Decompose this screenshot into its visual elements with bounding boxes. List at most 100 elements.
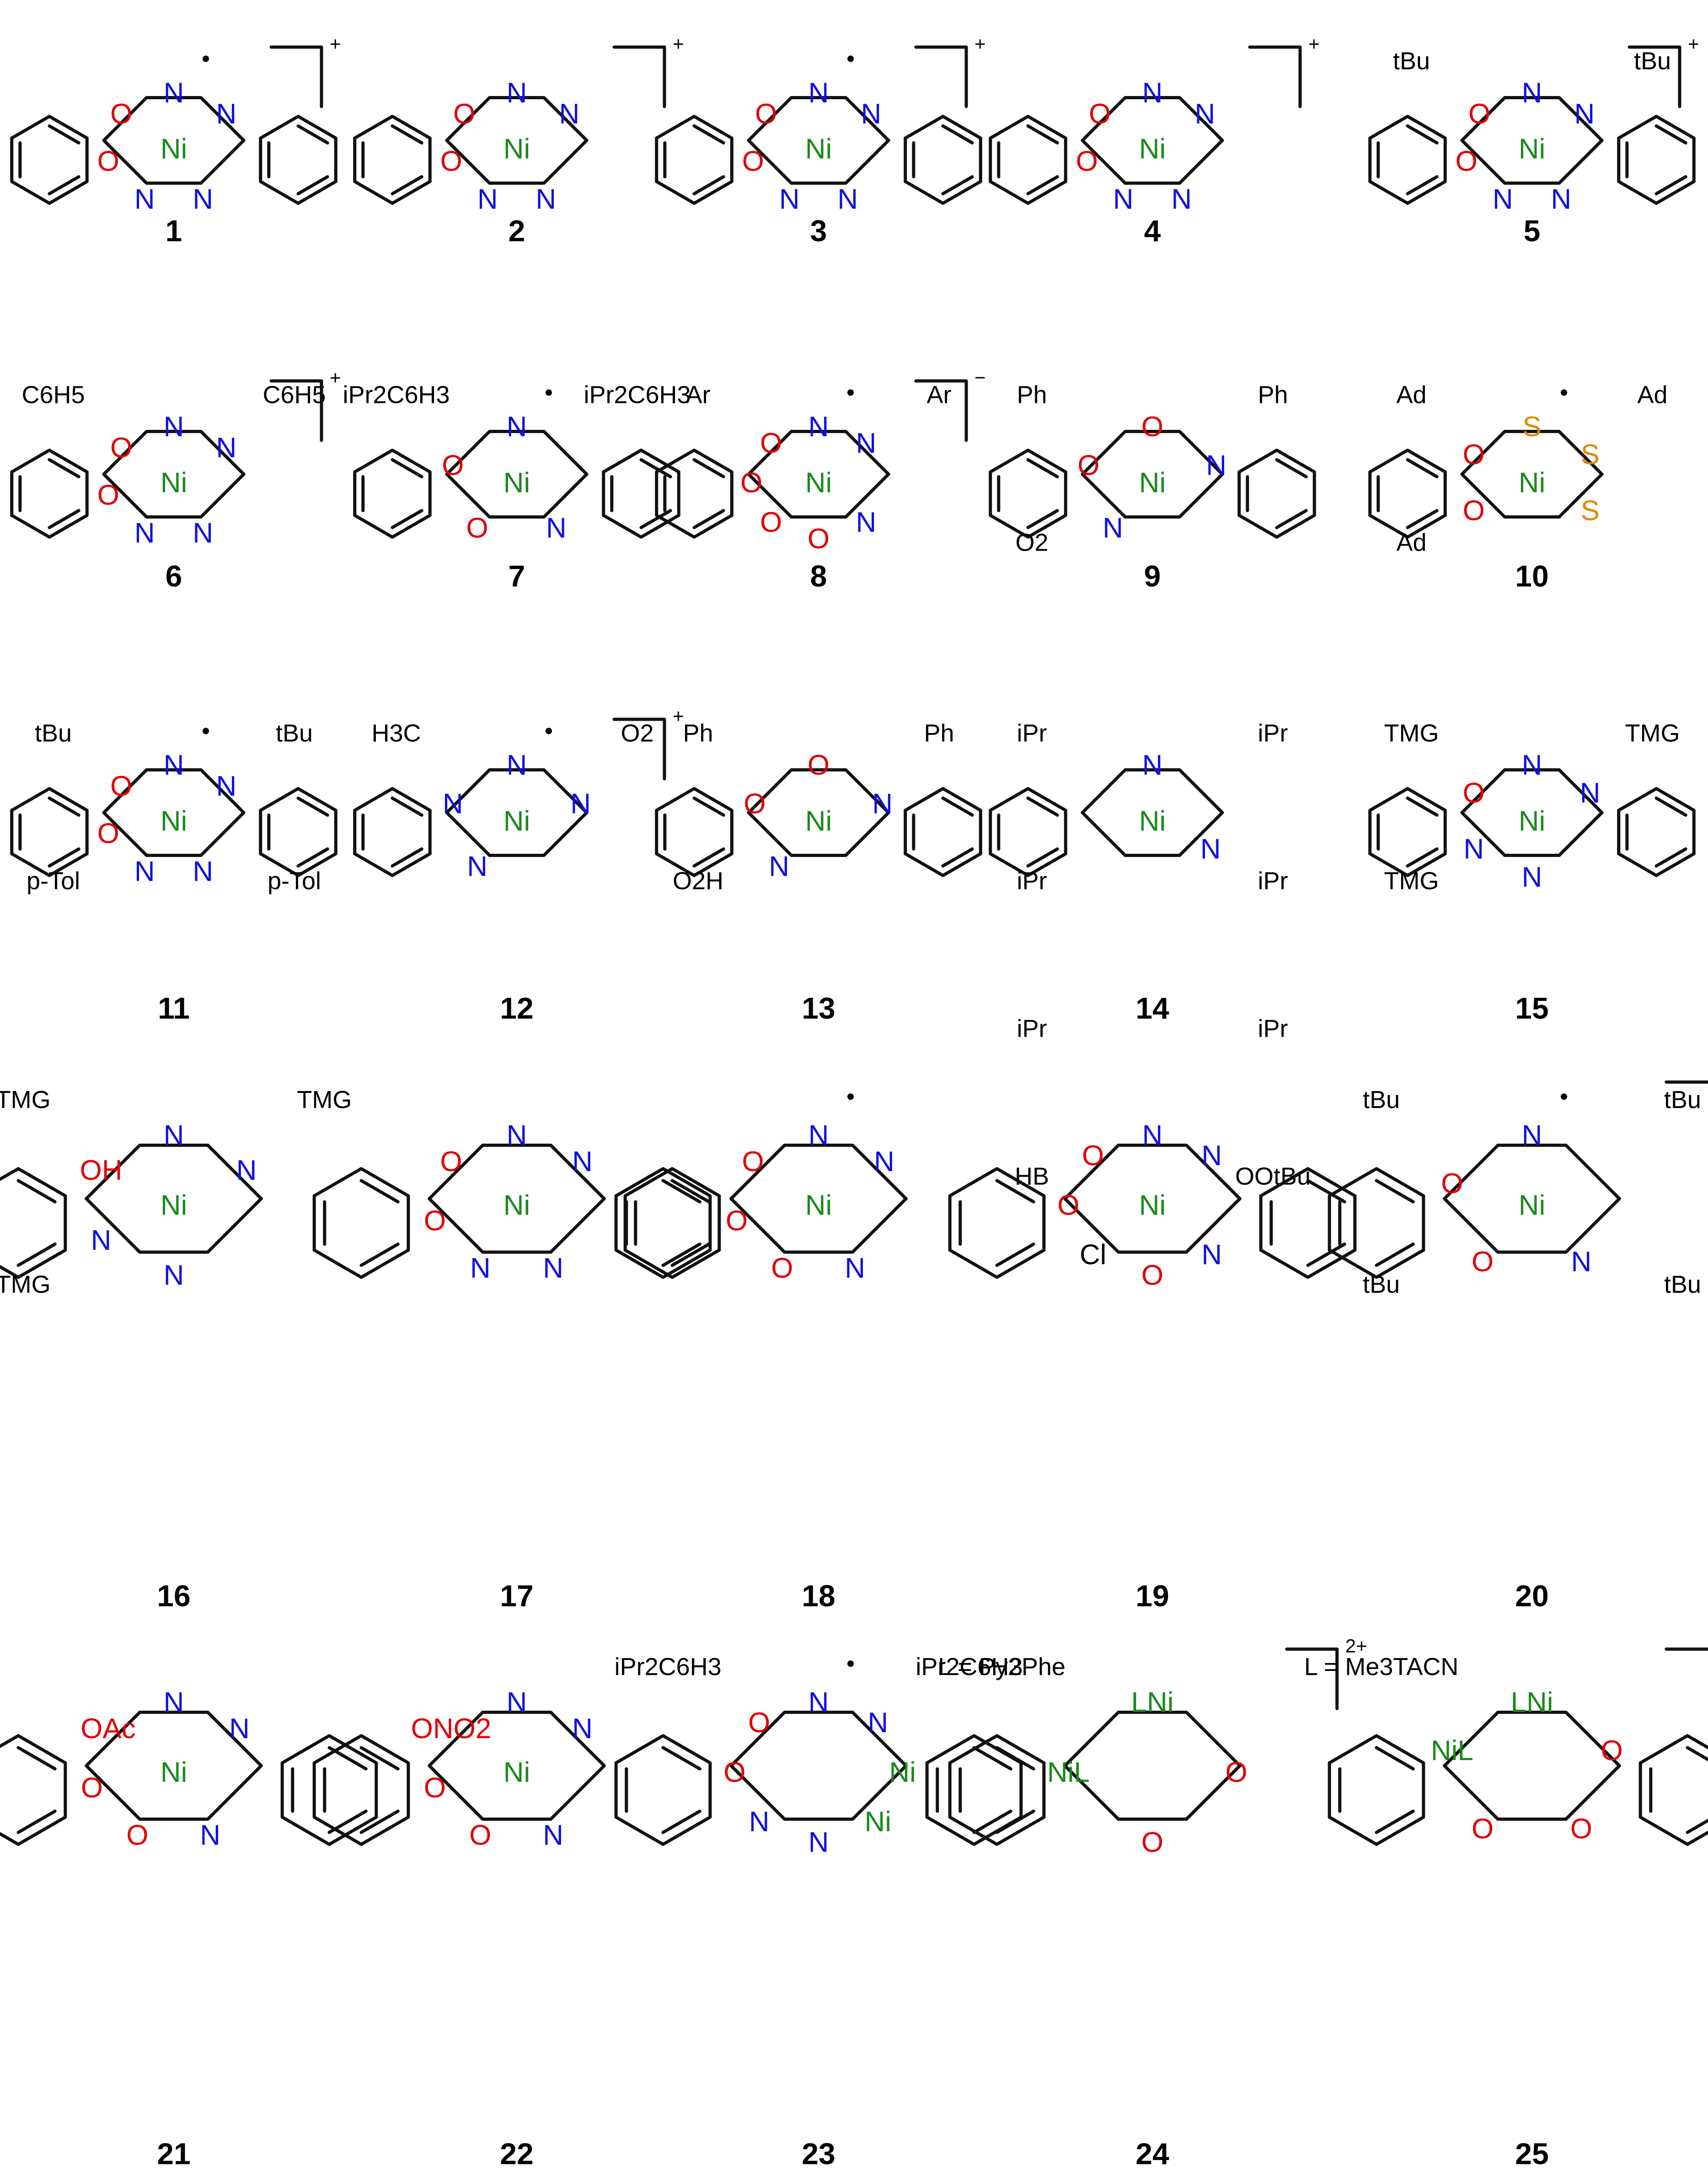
substituent-label: iPr (1017, 719, 1047, 747)
atom-label: N (200, 1820, 220, 1851)
atom-label: N (808, 1686, 829, 1718)
atom-label: N (1201, 1239, 1222, 1271)
atom-label: O (755, 98, 777, 130)
atom-label: N (507, 1686, 527, 1718)
compound-number: 6 (166, 559, 182, 593)
atom-label: O (742, 1146, 764, 1178)
charge-label: + (974, 33, 986, 54)
atom-label: O (1082, 1140, 1104, 1172)
substituent-label: iPr2C6H3 (615, 1653, 722, 1681)
substituent-label: C6H5 (21, 381, 85, 408)
atom-label: O (440, 1146, 462, 1178)
atom-label: N (1522, 750, 1542, 781)
compound-number: 21 (157, 2136, 190, 2170)
atom-label: N (1574, 98, 1595, 130)
compound-number: 13 (802, 991, 835, 1025)
atom-label: N (546, 512, 567, 544)
atom-label: NiL (1431, 1735, 1473, 1767)
atom-label: S (1522, 411, 1541, 443)
radical-dot (546, 389, 552, 396)
atom-label: N (164, 411, 184, 443)
substituent-label: TMG (1384, 867, 1439, 894)
atom-label: N (779, 184, 800, 215)
atom-label: N (1580, 777, 1601, 809)
substituent-label: iPr (1017, 1015, 1047, 1042)
atom-label: N (164, 750, 184, 781)
compound-number: 3 (810, 214, 827, 247)
atom-label: N (91, 1225, 112, 1256)
atom-label: N (134, 184, 155, 215)
substituent-label: O2 (1015, 529, 1048, 556)
substituent-label: tBu (1363, 1086, 1400, 1114)
substituent-label: iPr (1017, 867, 1047, 894)
atom-label: O (1077, 450, 1099, 482)
atom-label: Ni (1519, 1189, 1546, 1221)
charge-label: + (673, 705, 684, 727)
substituent-label: TMG (0, 1271, 51, 1298)
compound-number: 17 (500, 1579, 533, 1612)
atom-label: N (1551, 184, 1571, 215)
atom-label: O (726, 1205, 748, 1237)
substituent-label: Ph (683, 719, 713, 747)
atom-label: O (442, 450, 464, 482)
atom-label: O (466, 512, 488, 544)
atom-label: N (808, 411, 829, 443)
atom-label: N (164, 1686, 184, 1718)
atom-label: N (1171, 184, 1192, 215)
atom-label: O (110, 98, 132, 130)
atom-label: N (507, 750, 527, 781)
atom-label: N (1522, 77, 1542, 109)
atom-label: Ni (805, 467, 832, 498)
atom-label: O (1570, 1813, 1592, 1845)
atom-label: O (1463, 777, 1485, 809)
atom-label: N (229, 1713, 250, 1745)
compound-number: 14 (1135, 991, 1169, 1025)
substituent-label: L = Py2Phe (938, 1653, 1065, 1681)
compound-number: 1 (166, 214, 182, 247)
atom-label: O (742, 146, 764, 177)
atom-label: Ni (503, 805, 530, 837)
atom-label: N (443, 788, 463, 820)
compound-number: 7 (509, 559, 525, 593)
atom-label: Ni (1139, 805, 1166, 837)
atom-label: O (808, 523, 830, 555)
atom-label: Ni (889, 1756, 916, 1788)
compound-number: 24 (1135, 2136, 1169, 2170)
atom-label: Ni (805, 133, 832, 165)
compound-number: 9 (1144, 559, 1161, 593)
atom-label: O (97, 146, 119, 177)
atom-label: ONO2 (411, 1713, 492, 1745)
atom-label: N (861, 98, 881, 130)
compound-number: 11 (158, 991, 190, 1025)
atom-label: O (740, 467, 762, 498)
atom-label: O (1141, 1259, 1163, 1291)
compound-number: 2 (509, 214, 525, 247)
atom-label: O (760, 507, 782, 538)
substituent-label: Ar (686, 381, 711, 408)
substituent-label: OOtBu (1235, 1162, 1311, 1190)
substituent-label: L = Me3TACN (1304, 1653, 1459, 1681)
atom-label: O (1472, 1813, 1494, 1845)
atom-label: N (872, 788, 893, 820)
atom-label: N (164, 1259, 184, 1291)
compound-number: 20 (1515, 1579, 1548, 1612)
atom-label: N (507, 77, 527, 109)
substituent-label: TMG (1384, 719, 1439, 747)
atom-label: N (1522, 862, 1542, 893)
substituent-label: Ad (1396, 529, 1426, 556)
atom-label: O (1141, 1826, 1163, 1858)
atom-label: Ni (1139, 1189, 1166, 1221)
atom-label: N (1201, 1140, 1222, 1172)
charge-label: + (1688, 33, 1699, 54)
substituent-label: p-Tol (268, 867, 321, 894)
radical-dot (1561, 1093, 1567, 1100)
atom-label: N (193, 856, 213, 888)
